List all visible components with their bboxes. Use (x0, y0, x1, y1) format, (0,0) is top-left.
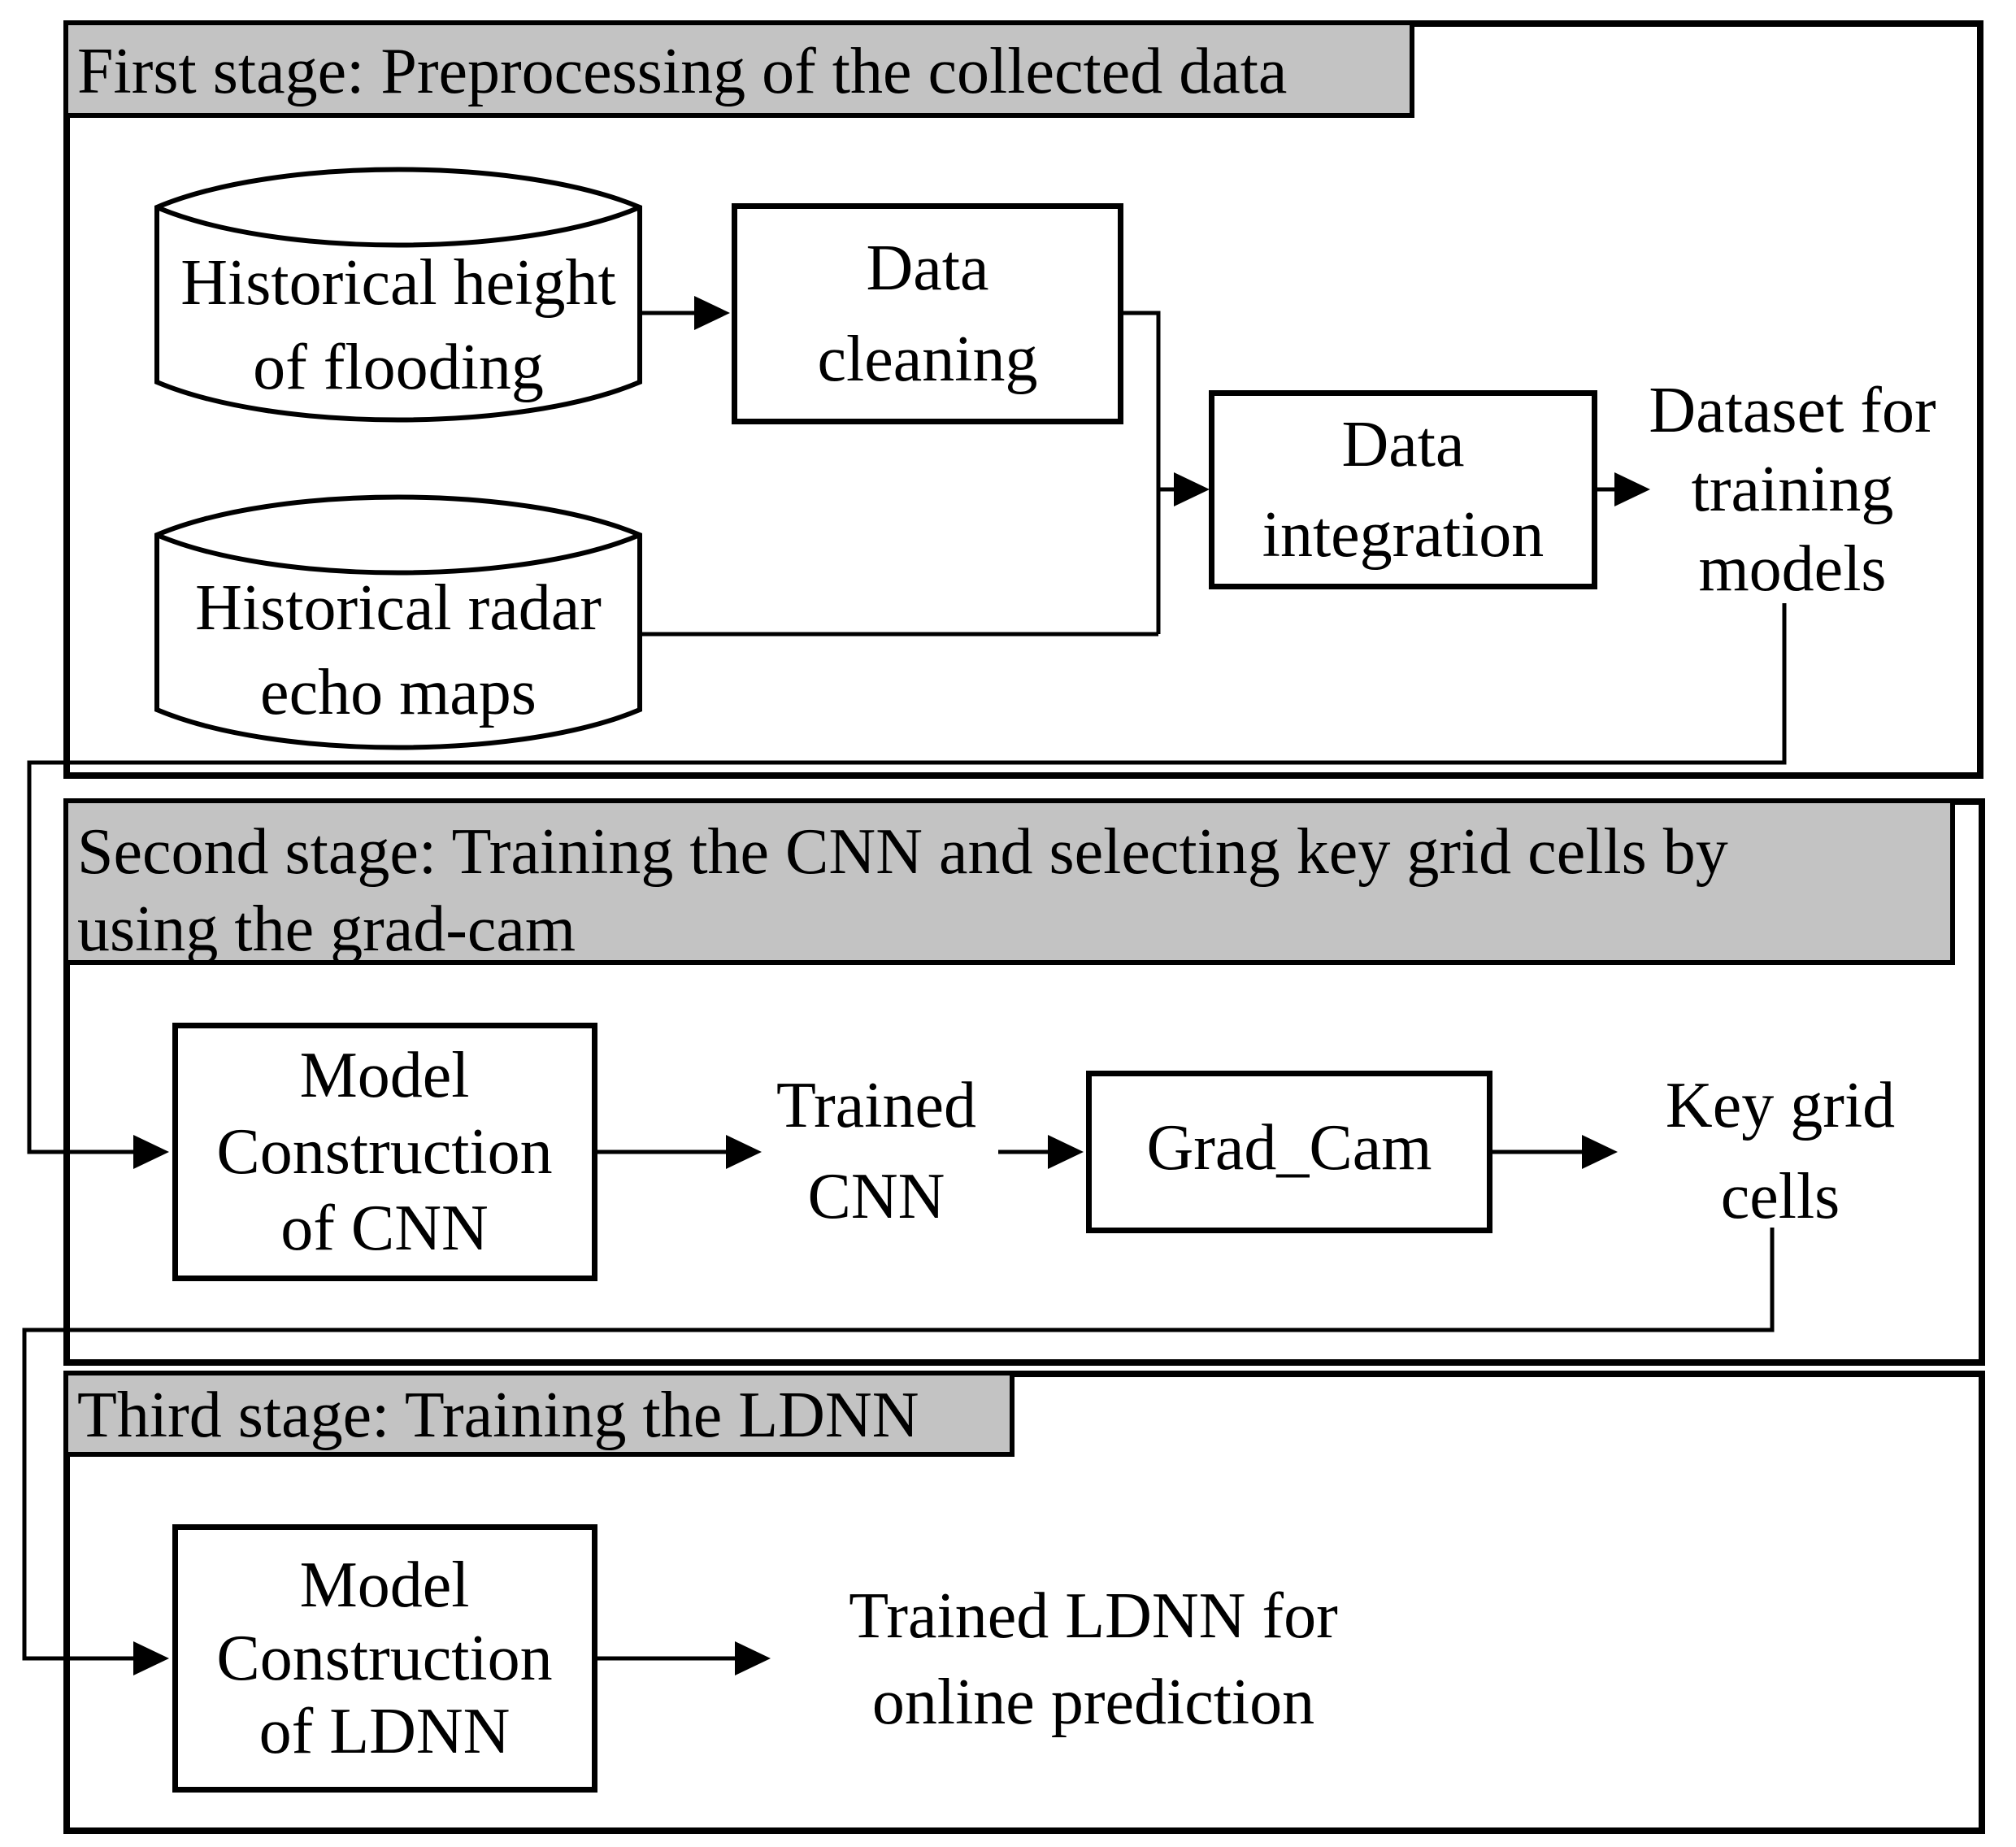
trained-ldnn-label-line1: Trained LDNN for (849, 1580, 1338, 1652)
stage2-header-label-line1: Second stage: Training the CNN and selec… (77, 816, 1728, 888)
trained-ldnn-label-line2: online prediction (871, 1667, 1315, 1738)
data-cleaning-label-line1: Data (866, 233, 989, 304)
arrow-ldnn-to-trained (597, 1641, 771, 1675)
cnn-box-label-line3: of CNN (280, 1193, 489, 1264)
data-integration-label-line2: integration (1262, 499, 1545, 571)
arrow-height-db-to-cleaning (641, 296, 730, 330)
grad-cam-box (1086, 1071, 1492, 1233)
ldnn-box-label-line2: Construction (216, 1623, 553, 1694)
historical-height-label-line1: Historical height (180, 247, 616, 319)
connector-cleaning-output (1123, 311, 1161, 634)
model-construction-ldnn-box (172, 1524, 597, 1793)
historical-radar-db-cylinder (154, 494, 642, 750)
arrow-gradcam-to-keygrid (1492, 1135, 1618, 1169)
stage1-header (63, 20, 1414, 118)
stage2-header-label-line2: using the grad-cam (77, 893, 576, 965)
grad-cam-label: Grad_Cam (1146, 1112, 1432, 1184)
connector-dataset-to-cnn (27, 603, 1787, 1169)
dataset-label-line2: training (1691, 454, 1894, 525)
historical-radar-label-line1: Historical radar (195, 572, 602, 644)
trained-cnn-label-line2: CNN (807, 1161, 945, 1232)
key-grid-cells-label-line2: cells (1720, 1161, 1840, 1232)
historical-radar-label-line2: echo maps (260, 657, 537, 728)
stage2-header (63, 798, 1955, 965)
stage3-header (63, 1371, 1015, 1457)
stage1-header-label: First stage: Preprocessing of the collec… (77, 36, 1288, 107)
cnn-box-label-line1: Model (299, 1040, 470, 1111)
cnn-box-label-line2: Construction (216, 1116, 553, 1188)
arrow-cnn-to-trained (597, 1135, 762, 1169)
stage3-header-label: Third stage: Training the LDNN (77, 1380, 919, 1451)
model-construction-cnn-box (172, 1023, 597, 1281)
data-cleaning-label-line2: cleaning (817, 324, 1038, 395)
ldnn-box-label-line3: of LDNN (259, 1696, 511, 1767)
data-cleaning-box (732, 203, 1123, 424)
arrow-trained-to-gradcam (998, 1135, 1084, 1169)
arrow-junction-to-integration (1158, 472, 1210, 506)
connector-keygrid-to-ldnn (22, 1228, 1775, 1675)
historical-height-db-cylinder (154, 167, 642, 423)
historical-height-label-line2: of flooding (253, 332, 544, 403)
ldnn-box-label-line1: Model (299, 1549, 470, 1621)
data-integration-box (1209, 390, 1597, 589)
arrow-integration-to-dataset (1597, 472, 1650, 506)
dataset-label-line1: Dataset for (1649, 375, 1936, 446)
key-grid-cells-label-line1: Key grid (1665, 1070, 1896, 1141)
data-integration-label-line1: Data (1341, 409, 1465, 480)
dataset-label-line3: models (1698, 533, 1887, 605)
trained-cnn-label-line1: Trained (776, 1070, 976, 1141)
